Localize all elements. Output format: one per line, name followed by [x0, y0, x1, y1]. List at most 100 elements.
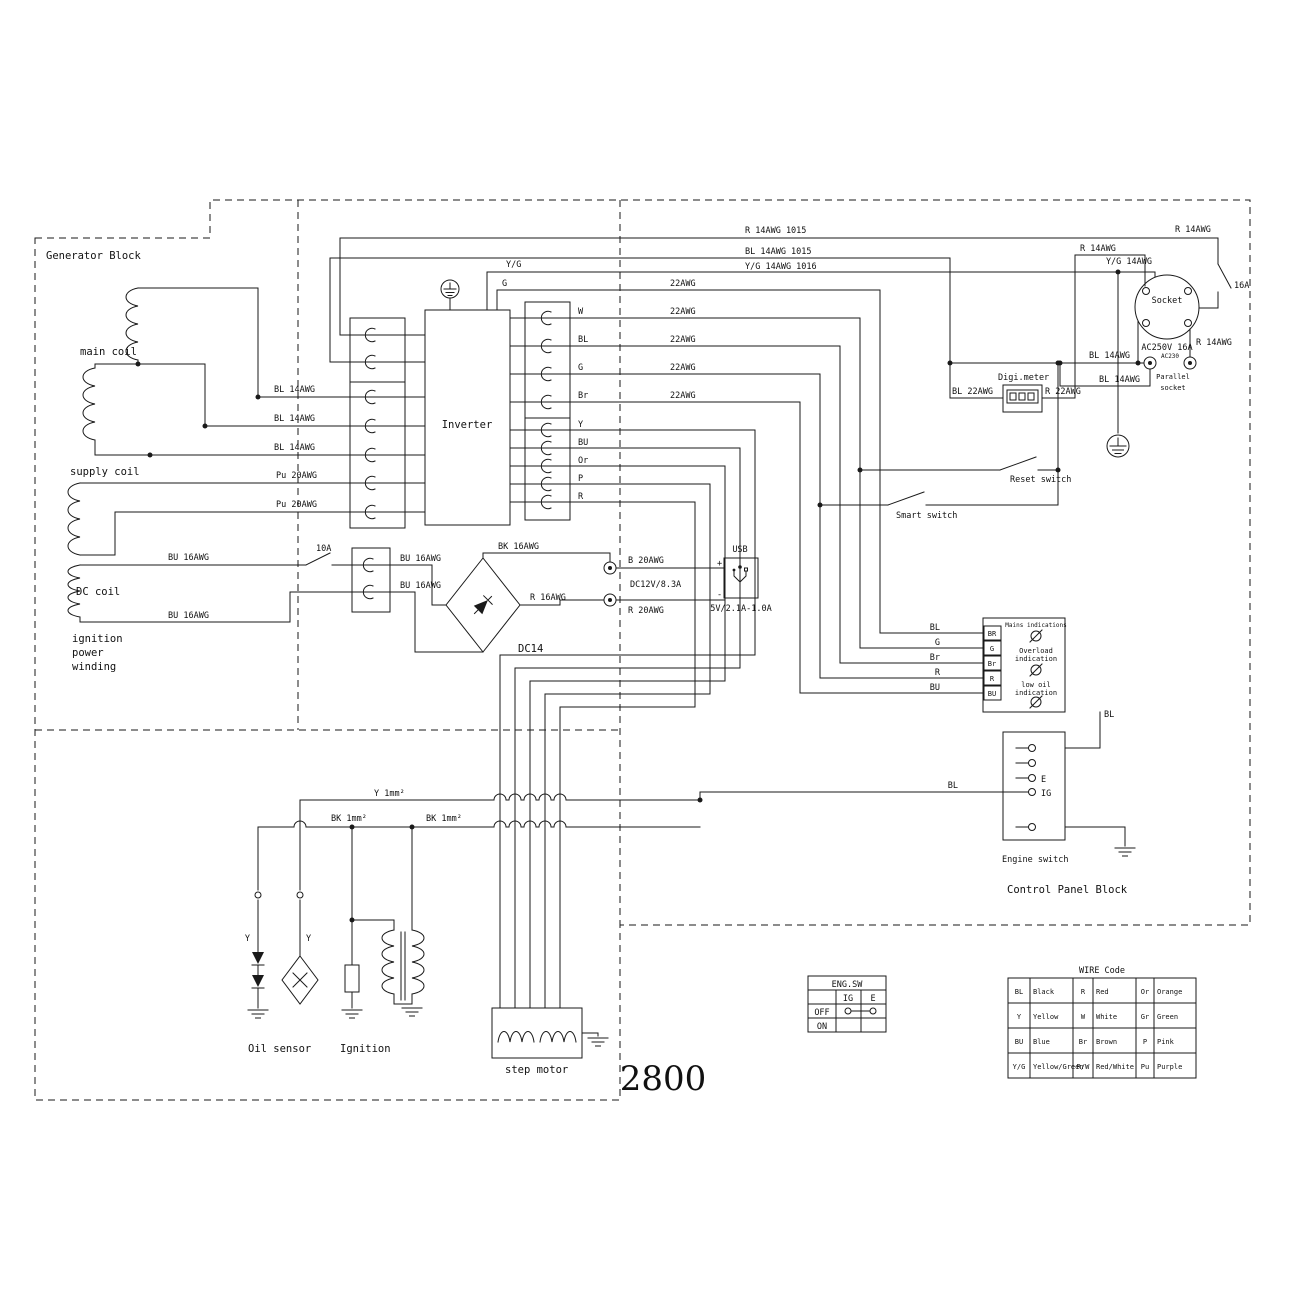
ignition-secondary-coil [411, 929, 425, 995]
step-motor [491, 1007, 609, 1059]
socket-label: Socket [1152, 296, 1183, 306]
dc14-label: DC14 [518, 643, 543, 655]
bus-r-right-label: R 14AWG [1175, 225, 1211, 235]
bl-22awg-label: BL 22AWG [952, 387, 993, 397]
main-coil-2 [82, 367, 96, 441]
phase-br-label: Br [578, 391, 588, 401]
wire-code-cell: Y [1017, 1013, 1022, 1021]
bu-16awg-label-1: BU 16AWG [168, 553, 209, 563]
wire-code-cell: Red [1096, 988, 1109, 996]
left-wire-label-1: BL 14AWG [274, 385, 315, 395]
wire-code-cell: W [1081, 1013, 1086, 1021]
left-wire-label-4: Pu 20AWG [276, 471, 317, 481]
yg-14awg-label: Y/G 14AWG [1106, 257, 1152, 267]
indicator-terminal-5: BU [988, 690, 996, 698]
indicator-terminal-2: G [990, 645, 994, 653]
g-tag: G [502, 279, 507, 289]
step-motor-feed-wires [499, 429, 756, 1009]
phase-r-label: R [578, 492, 584, 502]
yg-tag: Y/G [506, 260, 521, 270]
bk-1mm-label-1: BK 1mm² [331, 814, 367, 824]
bus-bl-label: BL 14AWG 1015 [745, 247, 812, 257]
junction-dots [135, 269, 1141, 923]
wire-code-cell: Orange [1157, 988, 1182, 996]
phase-bu-label: BU [578, 438, 588, 448]
indicator-caption-1: Mains indications [1005, 622, 1067, 629]
wire-code-cell: Pu [1141, 1063, 1149, 1071]
oil-sensor-y-label-1: Y [245, 934, 250, 944]
r-14awg-riser-label: R 14AWG [1080, 244, 1116, 254]
indicator-feed-wires [496, 289, 984, 694]
engsw-col-ig: IG [843, 994, 853, 1004]
wire-code-cell: Black [1033, 988, 1055, 996]
dc14-bridge [445, 557, 521, 653]
step-motor-label: step motor [505, 1064, 568, 1076]
left-wire-label-5: Pu 20AWG [276, 500, 317, 510]
bk-16awg-label: BK 16AWG [498, 542, 539, 552]
output-wires [949, 237, 1232, 434]
engine-switch [1002, 711, 1136, 857]
oil-sensor-y-label-2: Y [306, 934, 311, 944]
smart-switch [819, 469, 1059, 506]
parallel-socket-label-1: Parallel [1156, 373, 1190, 381]
wire-code-cell: Brown [1096, 1038, 1117, 1046]
main-coil-label: main coil [80, 346, 137, 358]
phase-p-label: P [578, 474, 583, 484]
reset-switch [859, 362, 1059, 471]
engsw-title: ENG.SW [832, 980, 864, 990]
engsw-col-e: E [870, 994, 875, 1004]
parallel-socket-label-2: socket [1160, 384, 1185, 392]
engsw-row-off: OFF [814, 1008, 829, 1018]
engine-bl-top-label: BL [1104, 710, 1114, 720]
phase-or-label: Or [578, 456, 588, 466]
connector-block-right-lower [524, 417, 571, 521]
bus-r-label: R 14AWG 1015 [745, 226, 806, 236]
indicator-terminal-4: R [990, 675, 995, 683]
inverter-ground-icon [440, 279, 460, 299]
fuse-10a-label: 10A [316, 544, 331, 554]
b-20awg-label: B 20AWG [628, 556, 664, 566]
wire-code-cell: Yellow [1033, 1013, 1059, 1021]
indicator-caption-3b: indication [1015, 689, 1057, 697]
oil-sensor-label: Oil sensor [248, 1043, 311, 1055]
block-boundaries [34, 199, 1251, 1101]
ac-socket [1134, 274, 1200, 340]
ignition-primary-coil [381, 929, 395, 995]
generator-block-label: Generator Block [46, 250, 142, 262]
bk-1mm-label-2: BK 1mm² [426, 814, 462, 824]
ignition-label: Ignition [340, 1043, 391, 1055]
bu-16awg-label-2: BU 16AWG [168, 611, 209, 621]
dc-rectifier-section [445, 552, 759, 653]
indicator-caption-2a: Overload [1019, 647, 1053, 655]
indicator-block [982, 617, 1066, 713]
bus-yg-label: Y/G 14AWG 1016 [745, 262, 817, 272]
engine-switch-e-label: E [1041, 775, 1046, 785]
wire-code-cell: Or [1141, 988, 1149, 996]
dc-coil-label: DC coil [76, 586, 120, 598]
r-14awg-parallel-label: R 14AWG [1196, 338, 1232, 348]
usb-port [723, 557, 759, 599]
supply-coil [67, 482, 81, 556]
wire-code-cell: Gr [1141, 1013, 1149, 1021]
model-number: 2800 [620, 1059, 707, 1099]
wire-code-cell: R [1081, 988, 1086, 996]
engine-switch-ig-label: IG [1041, 789, 1051, 799]
indicator-wire-label-4: R [935, 668, 941, 678]
awg22-label-3: 22AWG [670, 335, 696, 345]
bu-16awg-label-4: BU 16AWG [400, 581, 441, 591]
usb-output-label: 5V/2.1A-1.0A [710, 604, 771, 614]
indicator-caption-2b: indication [1015, 655, 1057, 663]
wire-code-cell: Purple [1157, 1063, 1182, 1071]
engine-switch-label: Engine switch [1002, 855, 1069, 865]
left-wire-label-2: BL 14AWG [274, 414, 315, 424]
indicator-terminal-1: BR [988, 630, 997, 638]
wire-code-cell: Pink [1157, 1038, 1175, 1046]
wire-code-cell: BL [1015, 988, 1023, 996]
r-22awg-label: R 22AWG [1045, 387, 1081, 397]
wire-code-cell: Green [1157, 1013, 1178, 1021]
ignition-winding-label-3: winding [72, 661, 116, 673]
wire-code-cell: P [1143, 1038, 1147, 1046]
socket-rating-label: AC250V 16A [1141, 343, 1192, 353]
indicator-wire-label-5: BU [930, 683, 940, 693]
